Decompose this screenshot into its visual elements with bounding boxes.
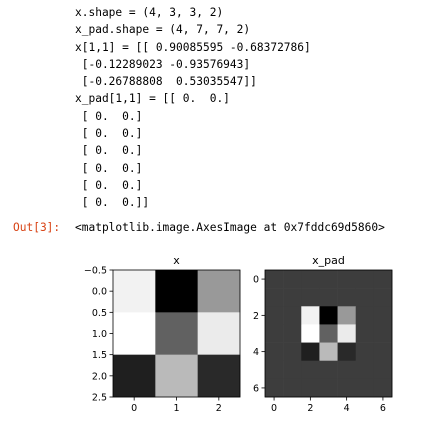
- heatmap-cell: [283, 324, 302, 343]
- heatmap-cell: [265, 378, 284, 398]
- stream-line: [ 0. 0.]: [75, 144, 143, 158]
- x-tick-label: 2: [307, 403, 313, 414]
- heatmap-cell: [355, 324, 375, 343]
- heatmap-cell: [283, 360, 302, 380]
- y-tick-label: 0.5: [92, 308, 107, 319]
- heatmap-cell: [301, 288, 320, 307]
- heatmap-cell: [337, 342, 357, 362]
- output-result-text: <matplotlib.image.AxesImage at 0x7fddc69…: [75, 221, 385, 234]
- heatmap-cell: [319, 342, 338, 362]
- y-tick-label: −0.5: [84, 266, 107, 277]
- y-tick-label: 0.0: [92, 287, 107, 298]
- y-tick-label: 0: [253, 275, 259, 286]
- axes-x-pad: x_pad 0 2 4 6 0 2 4 6: [253, 254, 393, 414]
- heatmap-cell: [337, 288, 357, 307]
- x-tick-label: 0: [271, 403, 277, 414]
- x-tick-label: 0: [131, 403, 137, 414]
- axes-x: x 0 1 2 −0.5 0.0 0.5 1.0 1.5 2.0 2.5: [84, 254, 241, 414]
- heatmap-cell: [283, 378, 302, 398]
- heatmap-cell: [283, 306, 302, 325]
- axes-frame: [264, 269, 393, 398]
- stream-line: [-0.12289023 -0.93576943]: [75, 57, 251, 71]
- y-tick-label: 1.5: [92, 350, 107, 361]
- heatmap-cell: [373, 342, 393, 362]
- figure: x 0 1 2 −0.5 0.0 0.5 1.0 1.5 2.0 2.5 x_pad 0 2 4 6 0 2 4 6: [84, 254, 393, 414]
- heatmap-cell: [355, 360, 375, 380]
- stream-line: x[1,1] = [[ 0.90085595 -0.68372786]: [75, 40, 311, 54]
- x-tick-label: 1: [173, 403, 179, 414]
- heatmap-cell: [301, 324, 320, 343]
- heatmap-cell: [319, 378, 338, 398]
- heatmap-cell: [373, 288, 393, 307]
- y-tick-label: 2.5: [92, 393, 107, 404]
- y-tick-label: 1.0: [92, 329, 107, 340]
- chart-title: x: [173, 254, 180, 267]
- heatmap-cell: [155, 354, 198, 398]
- heatmap-cell: [337, 378, 357, 398]
- heatmap-cell: [265, 342, 284, 362]
- heatmap-cell: [155, 312, 198, 355]
- stream-line: [ 0. 0.]: [75, 109, 143, 123]
- heatmap-cell: [283, 342, 302, 362]
- heatmap-cell: [197, 312, 241, 355]
- heatmap-cell: [197, 354, 241, 398]
- y-tick-label: 6: [253, 383, 259, 394]
- heatmap-cell: [265, 270, 284, 289]
- heatmap-cell: [373, 360, 393, 380]
- heatmap-cell: [283, 270, 302, 289]
- heatmap-cell: [337, 270, 357, 289]
- heatmap-cell: [301, 306, 320, 325]
- chart-title: x_pad: [312, 254, 345, 267]
- heatmap-cell: [265, 306, 284, 325]
- stream-line: [-0.26788808 0.53035547]]: [75, 75, 257, 89]
- heatmap-cell: [265, 324, 284, 343]
- heatmap-cell: [355, 306, 375, 325]
- heatmap-cell: [319, 360, 338, 380]
- heatmap-cell: [113, 270, 156, 313]
- y-tick-label: 2.0: [92, 371, 107, 382]
- heatmap-cell: [113, 312, 156, 355]
- heatmap-cell: [337, 360, 357, 380]
- heatmap-cell: [301, 360, 320, 380]
- output-prompt: Out[3]:: [13, 221, 61, 234]
- heatmap-cell: [265, 360, 284, 380]
- heatmap-cell: [355, 288, 375, 307]
- x-tick-label: 2: [216, 403, 222, 414]
- heatmap-cell: [319, 288, 338, 307]
- heatmap-cell: [283, 288, 302, 307]
- heatmap-cell: [355, 378, 375, 398]
- heatmap-cell: [373, 270, 393, 289]
- y-tick-label: 4: [253, 347, 259, 358]
- stream-line: [ 0. 0.]]: [75, 196, 150, 210]
- heatmap-cell: [319, 306, 338, 325]
- heatmap-cell: [373, 378, 393, 398]
- heatmap-cell: [319, 324, 338, 343]
- heatmap-cell: [337, 306, 357, 325]
- stream-line: x_pad.shape = (4, 7, 7, 2): [75, 23, 251, 37]
- y-tick-label: 2: [253, 311, 259, 322]
- heatmap-cell: [373, 306, 393, 325]
- stream-line: x_pad[1,1] = [[ 0. 0.]: [75, 92, 230, 106]
- heatmap-cell: [197, 270, 241, 313]
- heatmap-cell: [155, 270, 198, 313]
- heatmap-cell: [301, 270, 320, 289]
- heatmap-cell: [301, 378, 320, 398]
- heatmap-cell: [337, 324, 357, 343]
- x-tick-label: 4: [344, 403, 350, 414]
- heatmap-cell: [319, 270, 338, 289]
- x-tick-label: 6: [380, 403, 386, 414]
- stream-line: x.shape = (4, 3, 3, 2): [75, 6, 224, 19]
- heatmap-cell: [355, 342, 375, 362]
- heatmap-cell: [355, 270, 375, 289]
- stdout-stream: x.shape = (4, 3, 3, 2) x_pad.shape = (4, …: [75, 4, 311, 212]
- stream-line: [ 0. 0.]: [75, 161, 143, 175]
- heatmap-cell: [301, 342, 320, 362]
- heatmap-cell: [113, 354, 156, 398]
- stream-line: [ 0. 0.]: [75, 178, 143, 192]
- heatmap-cell: [265, 288, 284, 307]
- heatmap-cell: [373, 324, 393, 343]
- stream-line: [ 0. 0.]: [75, 127, 143, 141]
